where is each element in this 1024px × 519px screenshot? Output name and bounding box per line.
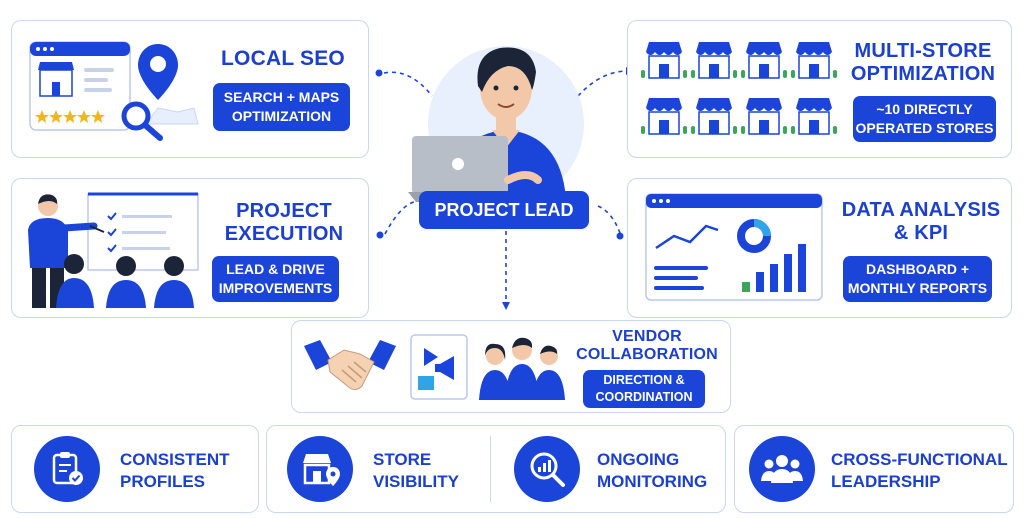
team-icon-circle (749, 436, 815, 502)
multi-store-pill-line2: OPERATED STORES (855, 120, 994, 136)
local-seo-title: LOCAL SEO (221, 47, 345, 70)
project-execution-illustration (28, 192, 199, 308)
local-seo-illustration (29, 41, 199, 141)
cross-functional-line2: LEADERSHIP (831, 472, 941, 492)
bottom-divider (490, 436, 491, 502)
multi-store-title-line1: MULTI-STORE (854, 40, 992, 62)
project-execution-title-line2: EXECUTION (224, 223, 344, 245)
multi-store-pill: ~10 DIRECTLY OPERATED STORES (853, 96, 996, 142)
bottom-label-ongoing-monitoring: ONGOING MONITORING (597, 449, 707, 493)
multi-store-pill-line1: ~10 DIRECTLY (876, 101, 973, 118)
consistent-profiles-line2: PROFILES (120, 472, 206, 492)
local-seo-pill: SEARCH + MAPS OPTIMIZATION (213, 83, 350, 131)
clipboard-check-icon-circle (34, 436, 100, 502)
multi-store-title: MULTI-STORE OPTIMIZATION (846, 40, 1000, 86)
vendor-pill-line2: COORDINATION (595, 390, 693, 404)
consistent-profiles-line1: CONSISTENT (120, 450, 230, 469)
dashboard-illustration (645, 193, 823, 301)
cross-functional-line1: CROSS-FUNCTIONAL (831, 450, 1008, 469)
store-pin-icon (303, 454, 340, 486)
bottom-label-consistent-profiles: CONSISTENT PROFILES (120, 449, 230, 493)
ongoing-monitoring-line1: ONGOING (597, 450, 680, 469)
clipboard-check-icon (52, 452, 83, 485)
vendor-pill-line1: DIRECTION & (603, 373, 685, 388)
project-execution-title: PROJECT EXECUTION (214, 200, 354, 246)
vendor-pill: DIRECTION & COORDINATION (583, 370, 705, 408)
project-lead-illustration (408, 46, 584, 202)
data-analysis-pill-line2: MONTHLY REPORTS (847, 280, 988, 296)
project-execution-pill: LEAD & DRIVE IMPROVEMENTS (212, 256, 339, 302)
multi-store-illustration (640, 41, 838, 135)
project-execution-pill-line2: IMPROVEMENTS (218, 280, 333, 296)
vendor-team-icon (479, 337, 565, 400)
magnifier-chart-icon (530, 452, 565, 487)
team-icon (761, 455, 803, 483)
store-pin-icon-circle (287, 436, 353, 502)
data-analysis-title-line1: DATA ANALYSIS (841, 199, 1001, 221)
data-analysis-title: DATA ANALYSIS & KPI (838, 199, 1004, 245)
store-visibility-line2: VISIBILITY (373, 472, 459, 492)
handshake-icon (304, 340, 396, 391)
ongoing-monitoring-line2: MONITORING (597, 472, 708, 492)
data-analysis-title-line2: & KPI (893, 222, 949, 244)
project-lead-badge: PROJECT LEAD (419, 191, 589, 229)
store-visibility-line1: STORE (373, 450, 432, 469)
vendor-title: VENDOR COLLABORATION (572, 328, 722, 365)
vendor-title-line2: COLLABORATION (576, 346, 718, 364)
multi-store-title-line2: OPTIMIZATION (850, 63, 996, 85)
bottom-label-store-visibility: STORE VISIBILITY (373, 449, 459, 493)
project-execution-title-line1: PROJECT (236, 200, 332, 222)
local-seo-pill-line2: OPTIMIZATION (231, 108, 332, 124)
bottom-label-cross-functional-leadership: CROSS-FUNCTIONAL LEADERSHIP (831, 449, 1008, 493)
magnifier-chart-icon-circle (514, 436, 580, 502)
project-execution-pill-line1: LEAD & DRIVE (226, 261, 325, 278)
data-analysis-pill: DASHBOARD + MONTHLY REPORTS (843, 256, 992, 302)
vendor-title-line1: VENDOR (612, 328, 682, 345)
data-analysis-pill-line1: DASHBOARD + (865, 261, 970, 278)
local-seo-pill-line1: SEARCH + MAPS (223, 89, 340, 106)
media-board-icon (410, 334, 468, 400)
